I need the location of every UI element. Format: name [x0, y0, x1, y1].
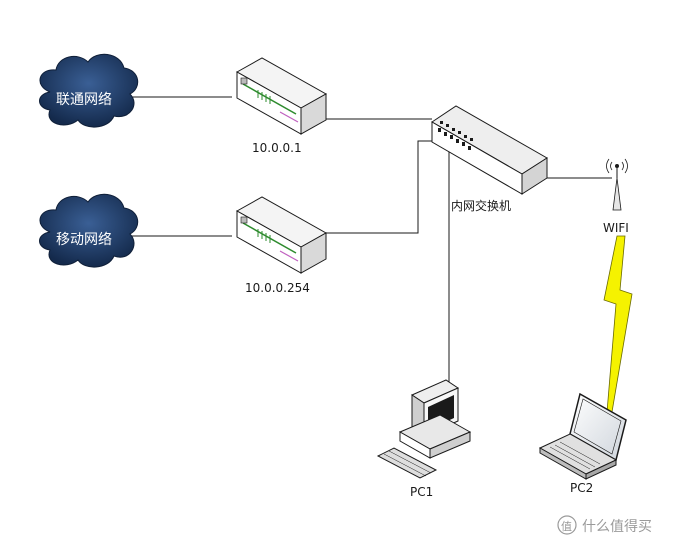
link-r2-switch: [325, 140, 440, 234]
cloud-label: 联通网络: [56, 92, 112, 108]
watermark-logo-glyph: 值: [561, 520, 572, 533]
pc2-label: PC2: [570, 481, 593, 495]
pc1-label: PC1: [410, 485, 433, 499]
cloud-label: 移动网络: [56, 232, 112, 248]
cloud-mobile: 移动网络: [39, 193, 139, 268]
switch-icon: [431, 105, 548, 195]
wireless-link: [603, 235, 633, 413]
router-label: 10.0.0.1: [252, 141, 302, 155]
switch-label: 内网交换机: [451, 198, 511, 213]
switch-node: 内网交换机: [431, 105, 548, 213]
pc2-node: PC2: [538, 392, 627, 495]
desktop-computer-icon: [376, 379, 472, 479]
watermark-logo-icon: [557, 515, 577, 535]
watermark: 值 什么值得买: [557, 515, 652, 535]
pc1-node: PC1: [376, 379, 472, 499]
router-1: 10.0.0.1: [235, 57, 328, 155]
connections: [130, 96, 612, 398]
wifi-label: WIFI: [603, 221, 629, 235]
wifi-node: WIFI: [603, 158, 629, 235]
router-icon: [235, 196, 328, 274]
router-label: 10.0.0.254: [245, 281, 310, 295]
cloud-unicom: 联通网络: [39, 53, 139, 128]
cloud-icon: [39, 53, 139, 128]
cloud-icon: [39, 193, 139, 268]
antenna-icon: [606, 158, 628, 211]
router-icon: [235, 57, 328, 135]
watermark-text: 什么值得买: [582, 518, 652, 535]
router-2: 10.0.0.254: [235, 196, 328, 295]
laptop-icon: [538, 392, 627, 480]
lightning-bolt-icon: [603, 235, 633, 413]
